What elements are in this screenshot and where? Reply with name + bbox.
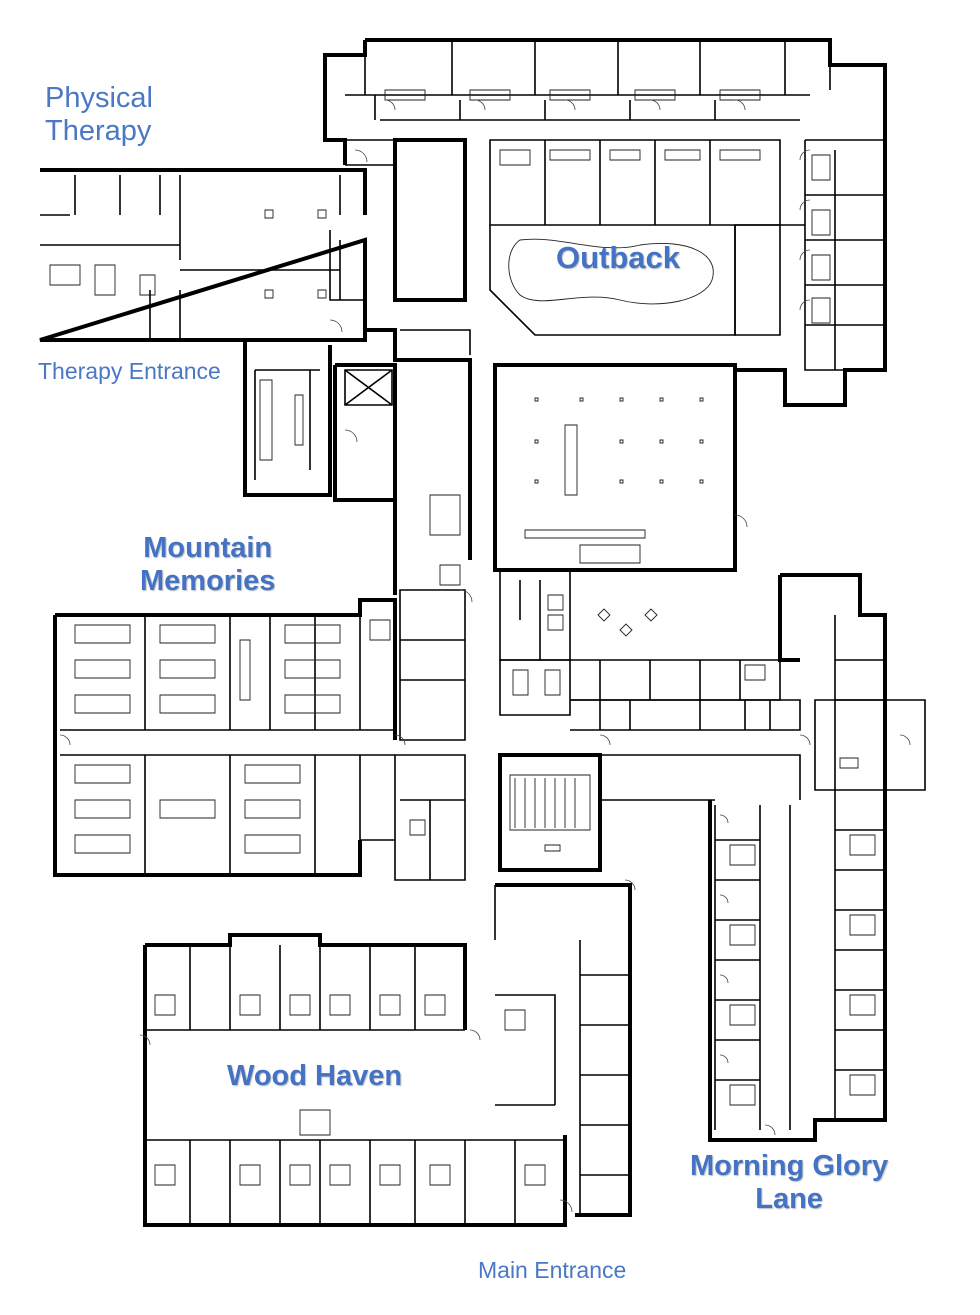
mountain-memories-label-line2: Memories xyxy=(140,565,276,598)
outback-wing xyxy=(323,38,887,407)
mountain-memories-label-line1: Mountain xyxy=(143,532,273,564)
central-core xyxy=(333,328,801,741)
morning-glory-lane-label-line2: Lane xyxy=(755,1183,823,1216)
morning-glory-lane-wing xyxy=(708,573,926,1142)
physical-therapy-label-line1: Physical xyxy=(45,82,153,114)
physical-therapy-label: Physical Therapy xyxy=(45,82,153,149)
mountain-memories-label: Mountain Memories xyxy=(140,532,275,599)
therapy-entrance-connector xyxy=(243,340,332,497)
physical-therapy-wing xyxy=(39,168,367,342)
wood-haven-wing xyxy=(143,933,567,1227)
south-core-rooms xyxy=(394,753,801,881)
main-entrance-label: Main Entrance xyxy=(478,1257,627,1283)
mountain-memories-wing xyxy=(53,598,397,877)
morning-glory-lane-label-line1: Morning Glory xyxy=(690,1150,889,1182)
door-swings xyxy=(59,99,911,1213)
morning-glory-lane-label: Morning Glory Lane xyxy=(690,1150,888,1217)
therapy-entrance-label: Therapy Entrance xyxy=(38,358,221,384)
main-entrance-corridor xyxy=(494,883,632,1217)
physical-therapy-label-line2: Therapy xyxy=(45,115,152,148)
outback-label: Outback xyxy=(556,240,681,275)
wood-haven-label: Wood Haven xyxy=(227,1060,403,1092)
